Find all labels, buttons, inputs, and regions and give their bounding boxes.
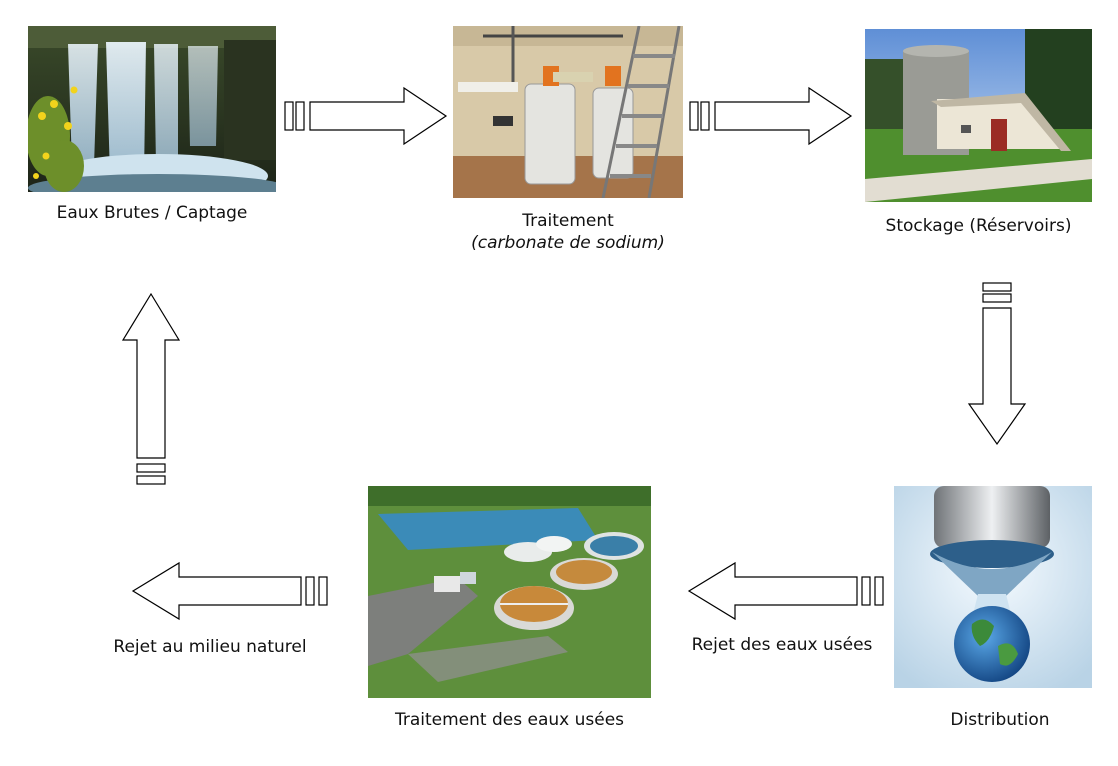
stockage-photo bbox=[865, 29, 1092, 202]
stockage-label: Stockage (Réservoirs) bbox=[885, 216, 1072, 236]
traitement-label: Traitement (carbonate de sodium) bbox=[453, 210, 683, 254]
traitement-photo bbox=[453, 26, 683, 198]
rejet-naturel-label: Rejet au milieu naturel bbox=[113, 637, 307, 657]
captage-photo bbox=[28, 26, 276, 192]
captage-label: Eaux Brutes / Captage bbox=[56, 203, 248, 223]
arrow-traitement-usees-to-milieu-naturel bbox=[131, 561, 331, 621]
traitement-title: Traitement bbox=[522, 211, 614, 231]
arrow-stockage-to-distribution bbox=[966, 282, 1027, 448]
rejet-usees-label: Rejet des eaux usées bbox=[691, 635, 873, 655]
arrow-traitement-to-stockage bbox=[689, 86, 855, 146]
distribution-photo bbox=[894, 486, 1092, 688]
traitement-sublabel: (carbonate de sodium) bbox=[471, 233, 665, 253]
traitement-usees-label: Traitement des eaux usées bbox=[394, 710, 625, 730]
arrow-distribution-to-traitement-usees bbox=[687, 561, 887, 621]
arrow-milieu-naturel-to-captage bbox=[121, 292, 182, 492]
distribution-label: Distribution bbox=[950, 710, 1050, 730]
arrow-captage-to-traitement bbox=[284, 86, 450, 146]
traitement-usees-photo bbox=[368, 486, 651, 698]
